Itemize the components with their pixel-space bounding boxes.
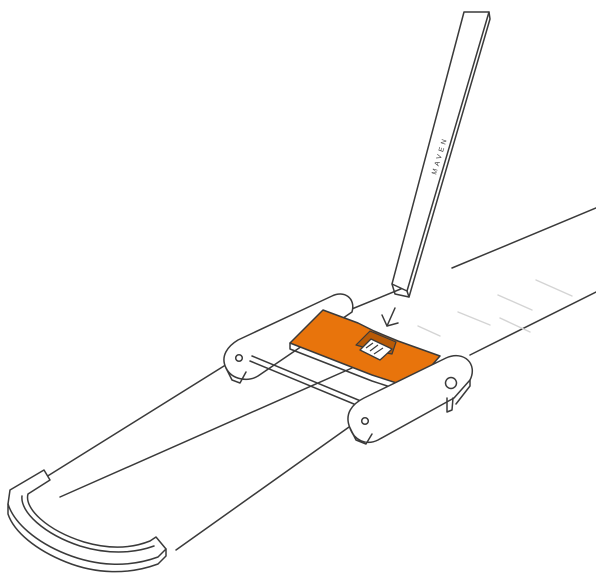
insert-arrow (381, 307, 399, 327)
strap-guide-marks (417, 279, 573, 337)
pencil-tool: MAVEN (391, 11, 491, 298)
buckle-frame (223, 293, 473, 445)
strap (21, 207, 596, 551)
strap-end-cap (7, 469, 167, 573)
